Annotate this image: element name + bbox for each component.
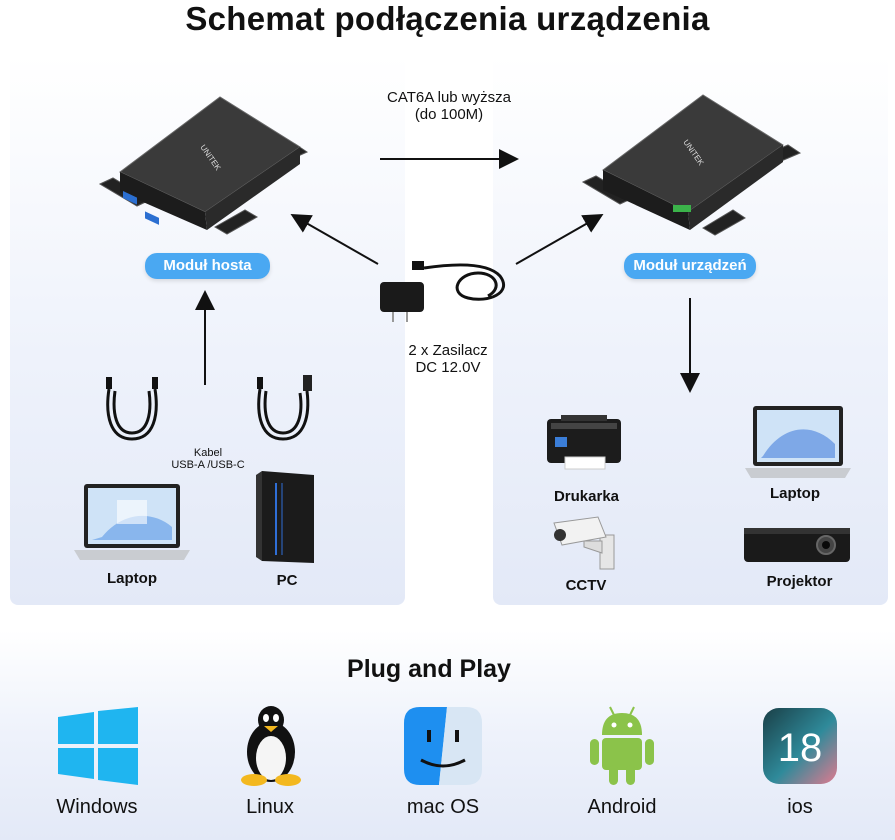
usb-cable-label: Kabel USB-A /USB-C (158, 447, 258, 471)
macos-finder-icon (404, 707, 482, 785)
pc-tower-icon (256, 471, 314, 563)
usb-cable-label-line2: USB-A /USB-C (171, 459, 245, 471)
linux-tux-icon (241, 706, 301, 786)
cctv-icon (553, 516, 615, 570)
printer-icon (547, 415, 621, 470)
macos-label: mac OS (406, 796, 480, 818)
cctv-label: CCTV (565, 577, 607, 594)
pc-label: PC (276, 572, 298, 589)
power-label-line2: DC 12.0V (415, 359, 481, 376)
projector-label: Projektor (766, 573, 833, 590)
cable-label-line2: (do 100M) (414, 106, 484, 123)
host-laptop-label: Laptop (107, 570, 157, 587)
windows-icon (58, 707, 138, 785)
host-laptop-icon (74, 484, 190, 560)
usb-cable-icon-left (106, 377, 158, 441)
remote-laptop-label: Laptop (770, 485, 820, 502)
ios-version-text: 18 (778, 726, 823, 770)
remote-laptop-icon (745, 406, 851, 478)
cable-label-line1: CAT6A lub wyższa (387, 89, 511, 106)
cable-label: CAT6A lub wyższa (do 100M) (345, 89, 553, 123)
projector-icon (744, 528, 850, 562)
power-label-line1: 2 x Zasilacz (408, 342, 488, 359)
power-to-device-arrow (515, 214, 604, 265)
power-adapter-icon (380, 261, 506, 322)
usb-cable-label-line1: Kabel (193, 447, 223, 459)
printer-label: Drukarka (553, 488, 620, 505)
host-module-image: UNITEK (98, 96, 309, 235)
plug-and-play-heading: Plug and Play (347, 655, 511, 683)
power-to-host-arrow (290, 214, 379, 265)
ios-18-icon: 18 (763, 708, 837, 784)
host-module-label: Moduł hosta (145, 253, 270, 279)
linux-label: Linux (246, 796, 294, 818)
device-module-image: UNITEK (581, 94, 802, 236)
usb-cable-icon-right (257, 375, 312, 441)
ios-label: ios (787, 796, 813, 818)
windows-label: Windows (56, 796, 138, 818)
device-module-label: Moduł urządzeń (624, 253, 756, 279)
android-label: Android (587, 796, 657, 818)
page-title: Schemat podłączenia urządzenia (185, 0, 710, 37)
power-label: 2 x Zasilacz DC 12.0V (372, 342, 524, 376)
android-icon (590, 706, 654, 785)
